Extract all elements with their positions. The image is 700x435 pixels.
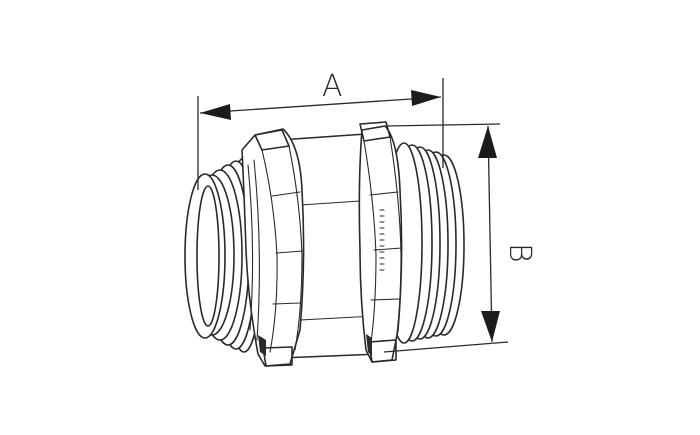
dimension-a: A: [197, 69, 444, 190]
left-nut: [241, 128, 305, 367]
right-thread: [385, 142, 465, 344]
dimension-b-label: B: [502, 243, 537, 263]
dimension-a-label: A: [322, 69, 343, 104]
right-nut: [358, 121, 403, 363]
dimension-b: B: [383, 123, 537, 353]
